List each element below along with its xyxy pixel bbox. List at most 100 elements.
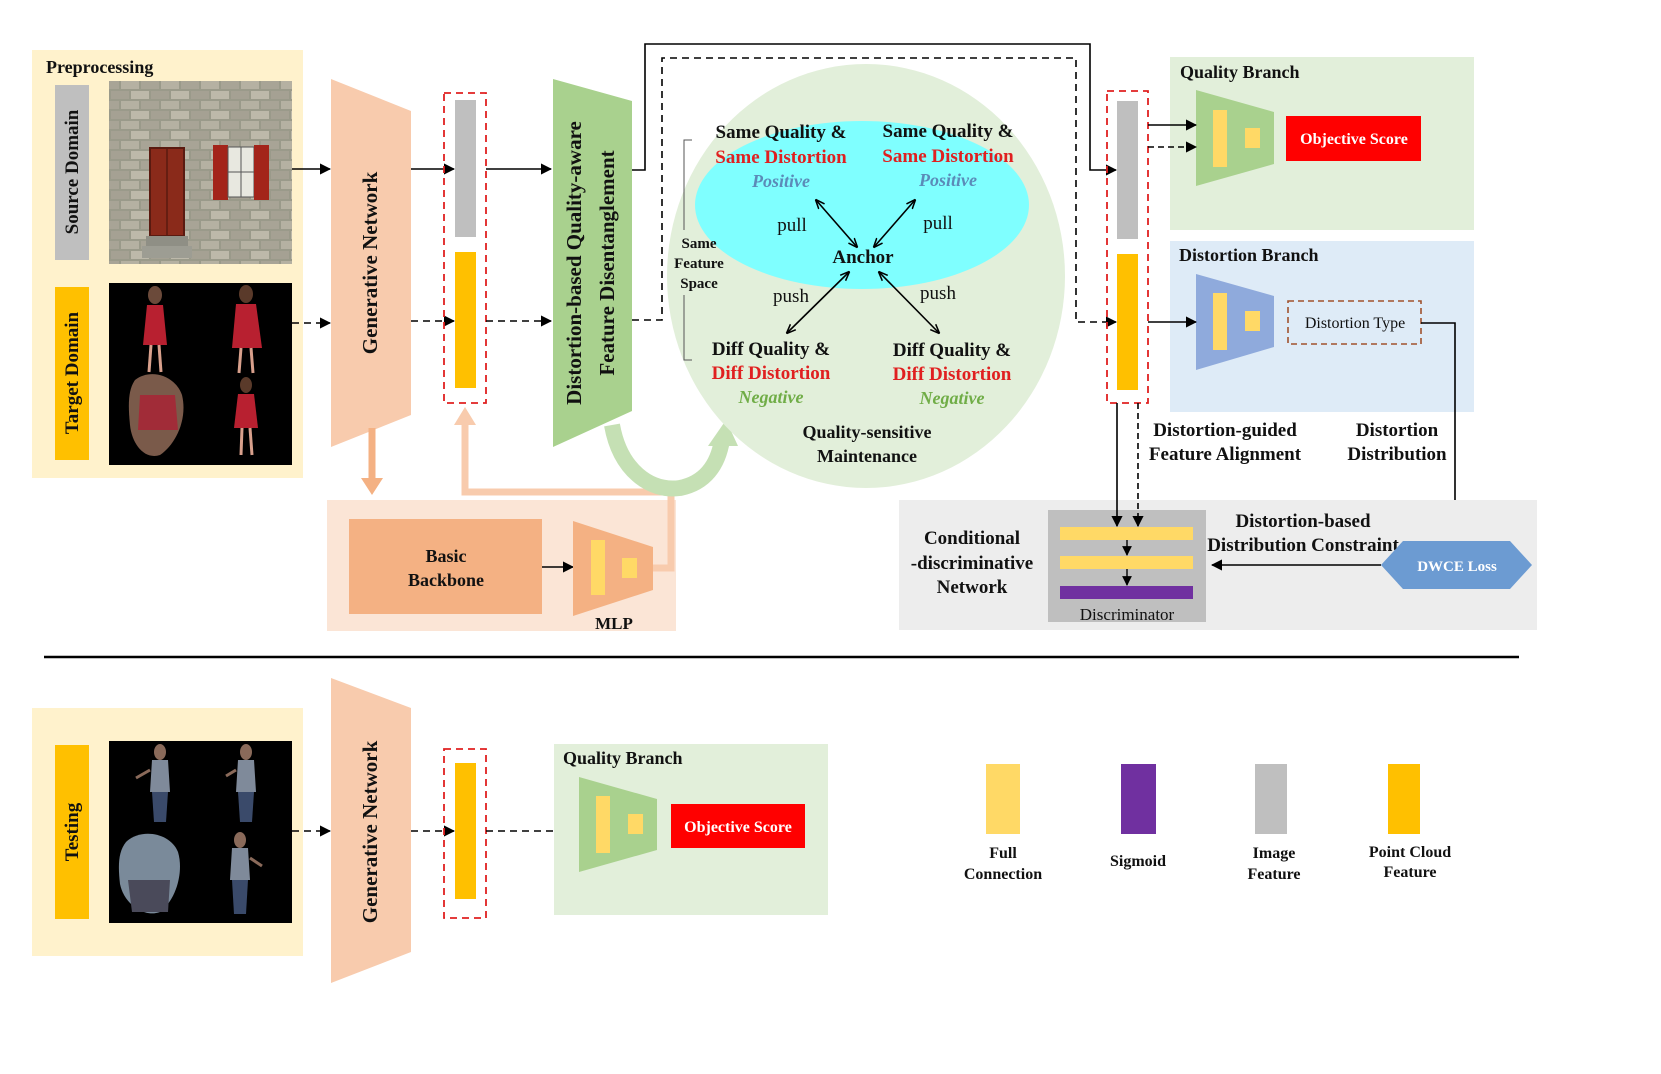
- arrow-mlp-to-features-head: [454, 407, 476, 425]
- diff-distortion-right: Diff Distortion: [893, 364, 1012, 385]
- cond-disc-label-2: -discriminative: [911, 553, 1033, 574]
- pull-arrow-left: [816, 200, 857, 247]
- generative-network: [331, 79, 411, 447]
- basic-backbone-block: [349, 519, 542, 614]
- quality-fc-2: [1245, 128, 1260, 148]
- source-image: [109, 81, 292, 264]
- cond-disc-label-3: Network: [937, 577, 1008, 598]
- arrow-dis-to-right-solid: [632, 43, 1118, 176]
- discriminator-label: Discriminator: [1080, 605, 1175, 624]
- right-image-feature-bar: [1117, 101, 1138, 239]
- legend-pc-feature-label-1: Point Cloud: [1369, 844, 1451, 861]
- testing-objective-score-box: [671, 804, 805, 848]
- same-distortion-right: Same Distortion: [882, 146, 1014, 167]
- testing-objective-score-label: Objective Score: [684, 819, 792, 836]
- negative-left: Negative: [738, 387, 804, 407]
- legend: Full Connection Sigmoid Image Feature Po…: [964, 764, 1451, 883]
- legend-pc-feature-swatch: [1388, 764, 1420, 834]
- positive-left: Positive: [751, 171, 810, 191]
- legend-full-connection-label-2: Connection: [964, 866, 1042, 883]
- testing-label: Testing: [62, 802, 83, 861]
- disentanglement-module: [553, 79, 632, 447]
- disentanglement-label-1: Distortion-based Quality-aware: [562, 121, 586, 405]
- distortion-branch-title: Distortion Branch: [1179, 245, 1319, 265]
- basic-backbone-label-2: Backbone: [408, 570, 484, 590]
- source-domain-tag: [55, 85, 89, 260]
- legend-pc-feature-label-2: Feature: [1383, 864, 1436, 881]
- legend-image-feature-swatch: [1255, 764, 1287, 834]
- testing-image: [109, 741, 292, 923]
- distortion-distribution-1: Distortion: [1356, 420, 1439, 441]
- diff-distortion-left: Diff Distortion: [712, 363, 831, 384]
- legend-sigmoid-label: Sigmoid: [1110, 853, 1166, 870]
- constraint-label-1: Distortion-based: [1235, 511, 1371, 532]
- testing-tag: [55, 745, 89, 919]
- same-feature-space-bracket-top: [683, 139, 692, 230]
- push-arrow-right: [879, 272, 939, 333]
- constraint-label-2: Distribution Constraint: [1207, 535, 1399, 556]
- legend-full-connection-label-1: Full: [989, 845, 1017, 862]
- same-feature-space-bracket-bottom: [683, 295, 692, 361]
- positive-cyan-region: [695, 121, 1029, 289]
- quality-branch-title: Quality Branch: [1180, 62, 1300, 82]
- testing-quality-fc-2: [628, 814, 643, 834]
- disc-fc-2: [1060, 556, 1193, 569]
- generative-network-label: Generative Network: [358, 171, 382, 354]
- curved-green-arrow-head: [708, 420, 738, 446]
- disentanglement-label-2: Feature Disentanglement: [595, 150, 619, 375]
- legend-image-feature-label-1: Image: [1253, 845, 1296, 862]
- pull-label-left: pull: [777, 215, 807, 236]
- image-feature-bar: [455, 100, 476, 237]
- source-domain-label: Source Domain: [62, 109, 83, 234]
- quality-fc-1: [1213, 110, 1227, 167]
- guided-alignment-2: Feature Alignment: [1149, 444, 1302, 465]
- right-feature-group-box: [1106, 90, 1149, 404]
- dwce-loss-label: DWCE Loss: [1417, 559, 1497, 575]
- disc-sigmoid: [1060, 586, 1193, 599]
- pull-label-right: pull: [923, 213, 953, 234]
- diff-quality-left: Diff Quality &: [712, 339, 830, 360]
- arrow-distortion-to-dwce: [1421, 322, 1461, 539]
- negative-right: Negative: [919, 388, 985, 408]
- testing-generative-network: [331, 678, 411, 983]
- dwce-loss-hexagon: [1381, 541, 1532, 589]
- pull-arrow-right: [874, 200, 915, 247]
- same-feature-space-1: Same: [682, 236, 717, 252]
- push-arrow-left: [787, 272, 849, 333]
- distortion-fc-1: [1213, 293, 1227, 350]
- mlp-fc-1: [591, 540, 605, 595]
- positive-right: Positive: [918, 170, 977, 190]
- diff-quality-right: Diff Quality &: [893, 340, 1011, 361]
- pc-feature-bar: [455, 252, 476, 388]
- right-pc-feature-bar: [1117, 254, 1138, 390]
- legend-image-feature-label-2: Feature: [1247, 866, 1300, 883]
- testing-generative-network-label: Generative Network: [358, 740, 382, 923]
- maintenance-label-1: Quality-sensitive: [803, 422, 932, 442]
- same-quality-right: Same Quality &: [883, 121, 1014, 142]
- testing-quality-fc-1: [596, 796, 610, 853]
- testing-pc-feature-bar: [455, 763, 476, 899]
- arrow-gen-to-backbone-head: [361, 478, 383, 495]
- mlp-fc-2: [622, 558, 637, 578]
- same-quality-left: Same Quality &: [716, 122, 847, 143]
- objective-score-box: [1286, 116, 1421, 161]
- same-feature-space-3: Space: [680, 276, 718, 292]
- legend-full-connection-swatch: [986, 764, 1020, 834]
- arrow-dis-to-right-dashed: [632, 57, 1118, 328]
- distortion-fc-2: [1245, 311, 1260, 331]
- same-distortion-left: Same Distortion: [715, 147, 847, 168]
- maintenance-label-2: Maintenance: [817, 446, 917, 466]
- distortion-type-label: Distortion Type: [1305, 315, 1405, 332]
- objective-score-label: Objective Score: [1300, 131, 1408, 148]
- legend-sigmoid-swatch: [1121, 764, 1156, 834]
- testing-feature-box: [443, 748, 487, 919]
- cond-disc-label-1: Conditional: [924, 528, 1020, 549]
- target-domain-tag: [55, 287, 89, 460]
- target-domain-label: Target Domain: [62, 311, 83, 434]
- basic-backbone-label-1: Basic: [425, 546, 466, 566]
- preprocessing-title: Preprocessing: [46, 57, 153, 77]
- target-image: [109, 283, 292, 465]
- disc-fc-1: [1060, 527, 1193, 540]
- same-feature-space-2: Feature: [674, 256, 724, 272]
